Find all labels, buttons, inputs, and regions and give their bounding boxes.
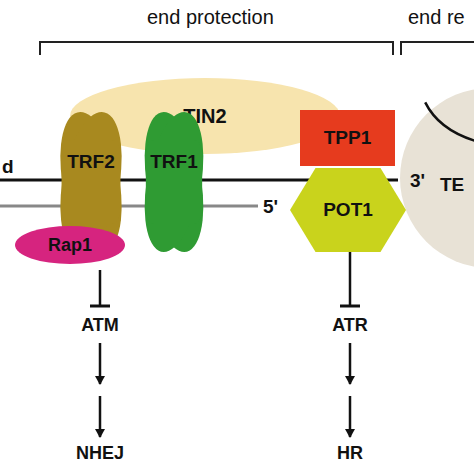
text-label: 3' <box>410 170 425 192</box>
node-text: Rap1 <box>48 235 92 256</box>
node-text: POT1 <box>323 199 373 221</box>
pathway-label: HR <box>320 440 380 467</box>
inhibition-line <box>99 270 102 306</box>
protein-shape: TRF1 <box>130 112 218 252</box>
protein-hexagon: POT1 <box>290 168 406 252</box>
bracket <box>401 42 474 55</box>
protein-box: TPP1 <box>300 110 395 166</box>
text-label: 5' <box>263 196 278 218</box>
connector-line <box>349 396 352 437</box>
protein-shape-outline <box>130 112 218 252</box>
node-text: TE <box>440 174 464 196</box>
connector-line <box>349 343 352 384</box>
connector <box>350 343 351 437</box>
node-text: NHEJ <box>76 443 124 464</box>
node-text: HR <box>337 443 363 464</box>
node-text: TRF1 <box>150 151 198 173</box>
inhibition-bar <box>340 305 360 308</box>
inhibition-bar <box>90 305 110 308</box>
node-text: TRF2 <box>67 151 115 173</box>
connector <box>100 343 101 437</box>
node-text: TPP1 <box>324 127 372 149</box>
node-text: ATR <box>332 315 368 336</box>
pathway-label: ATR <box>320 312 380 339</box>
pathway-label: ATM <box>70 312 130 339</box>
protein-ellipse: Rap1 <box>15 226 125 264</box>
text-label: d <box>2 156 14 178</box>
text-label: end protection <box>147 6 274 29</box>
connector-line <box>99 396 102 437</box>
inhibition-line <box>349 252 352 306</box>
bracket <box>40 42 393 55</box>
dna-strand <box>0 205 258 208</box>
node-text: ATM <box>81 315 119 336</box>
pathway-label: NHEJ <box>65 440 135 467</box>
connector <box>340 252 360 306</box>
text-label: end re <box>408 6 465 29</box>
connector <box>90 270 110 306</box>
connector-line <box>99 343 102 384</box>
